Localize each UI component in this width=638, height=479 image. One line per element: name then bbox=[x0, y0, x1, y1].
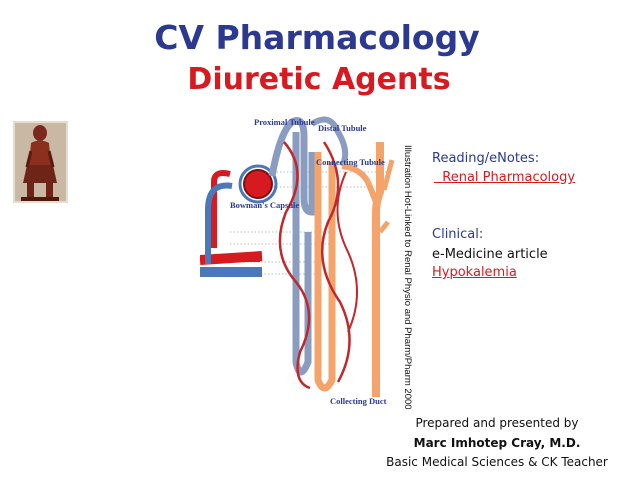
collecting-duct bbox=[372, 142, 384, 397]
credits-author: Marc Imhotep Cray, M.D. bbox=[413, 436, 581, 450]
label-collecting: Collecting Duct bbox=[330, 396, 387, 406]
hypokalemia-link[interactable]: Hypokalemia bbox=[432, 265, 517, 280]
glomerulus bbox=[243, 169, 273, 199]
label-bowman: Bowman's Capsule bbox=[230, 200, 299, 210]
reading-heading: Reading/eNotes: bbox=[432, 151, 540, 166]
figure-caption-text: Illustration Hot-Linked to Renal Physio … bbox=[402, 145, 413, 410]
imhotep-statue-image bbox=[13, 121, 68, 203]
nephron-illustration[interactable]: Proximal Tubule Distal Tubule Connecting… bbox=[200, 112, 410, 410]
label-distal: Distal Tubule bbox=[318, 123, 367, 133]
slide-title: CV Pharmacology bbox=[154, 18, 480, 57]
credits-line-prepared: Prepared and presented by bbox=[415, 416, 579, 430]
label-connecting: Connecting Tubule bbox=[316, 157, 385, 167]
figure-caption: Illustration Hot-Linked to Renal Physio … bbox=[399, 145, 419, 410]
credits: Prepared and presented by Marc Imhotep C… bbox=[373, 416, 621, 469]
label-proximal: Proximal Tubule bbox=[254, 117, 315, 127]
slide-subtitle: Diuretic Agents bbox=[187, 62, 451, 97]
renal-pharmacology-link[interactable]: Renal Pharmacology bbox=[442, 170, 576, 185]
credits-affiliation: Basic Medical Sciences & CK Teacher bbox=[386, 455, 608, 469]
clinical-heading: Clinical: bbox=[432, 227, 484, 242]
emedicine-article-text: e-Medicine article bbox=[432, 247, 548, 262]
